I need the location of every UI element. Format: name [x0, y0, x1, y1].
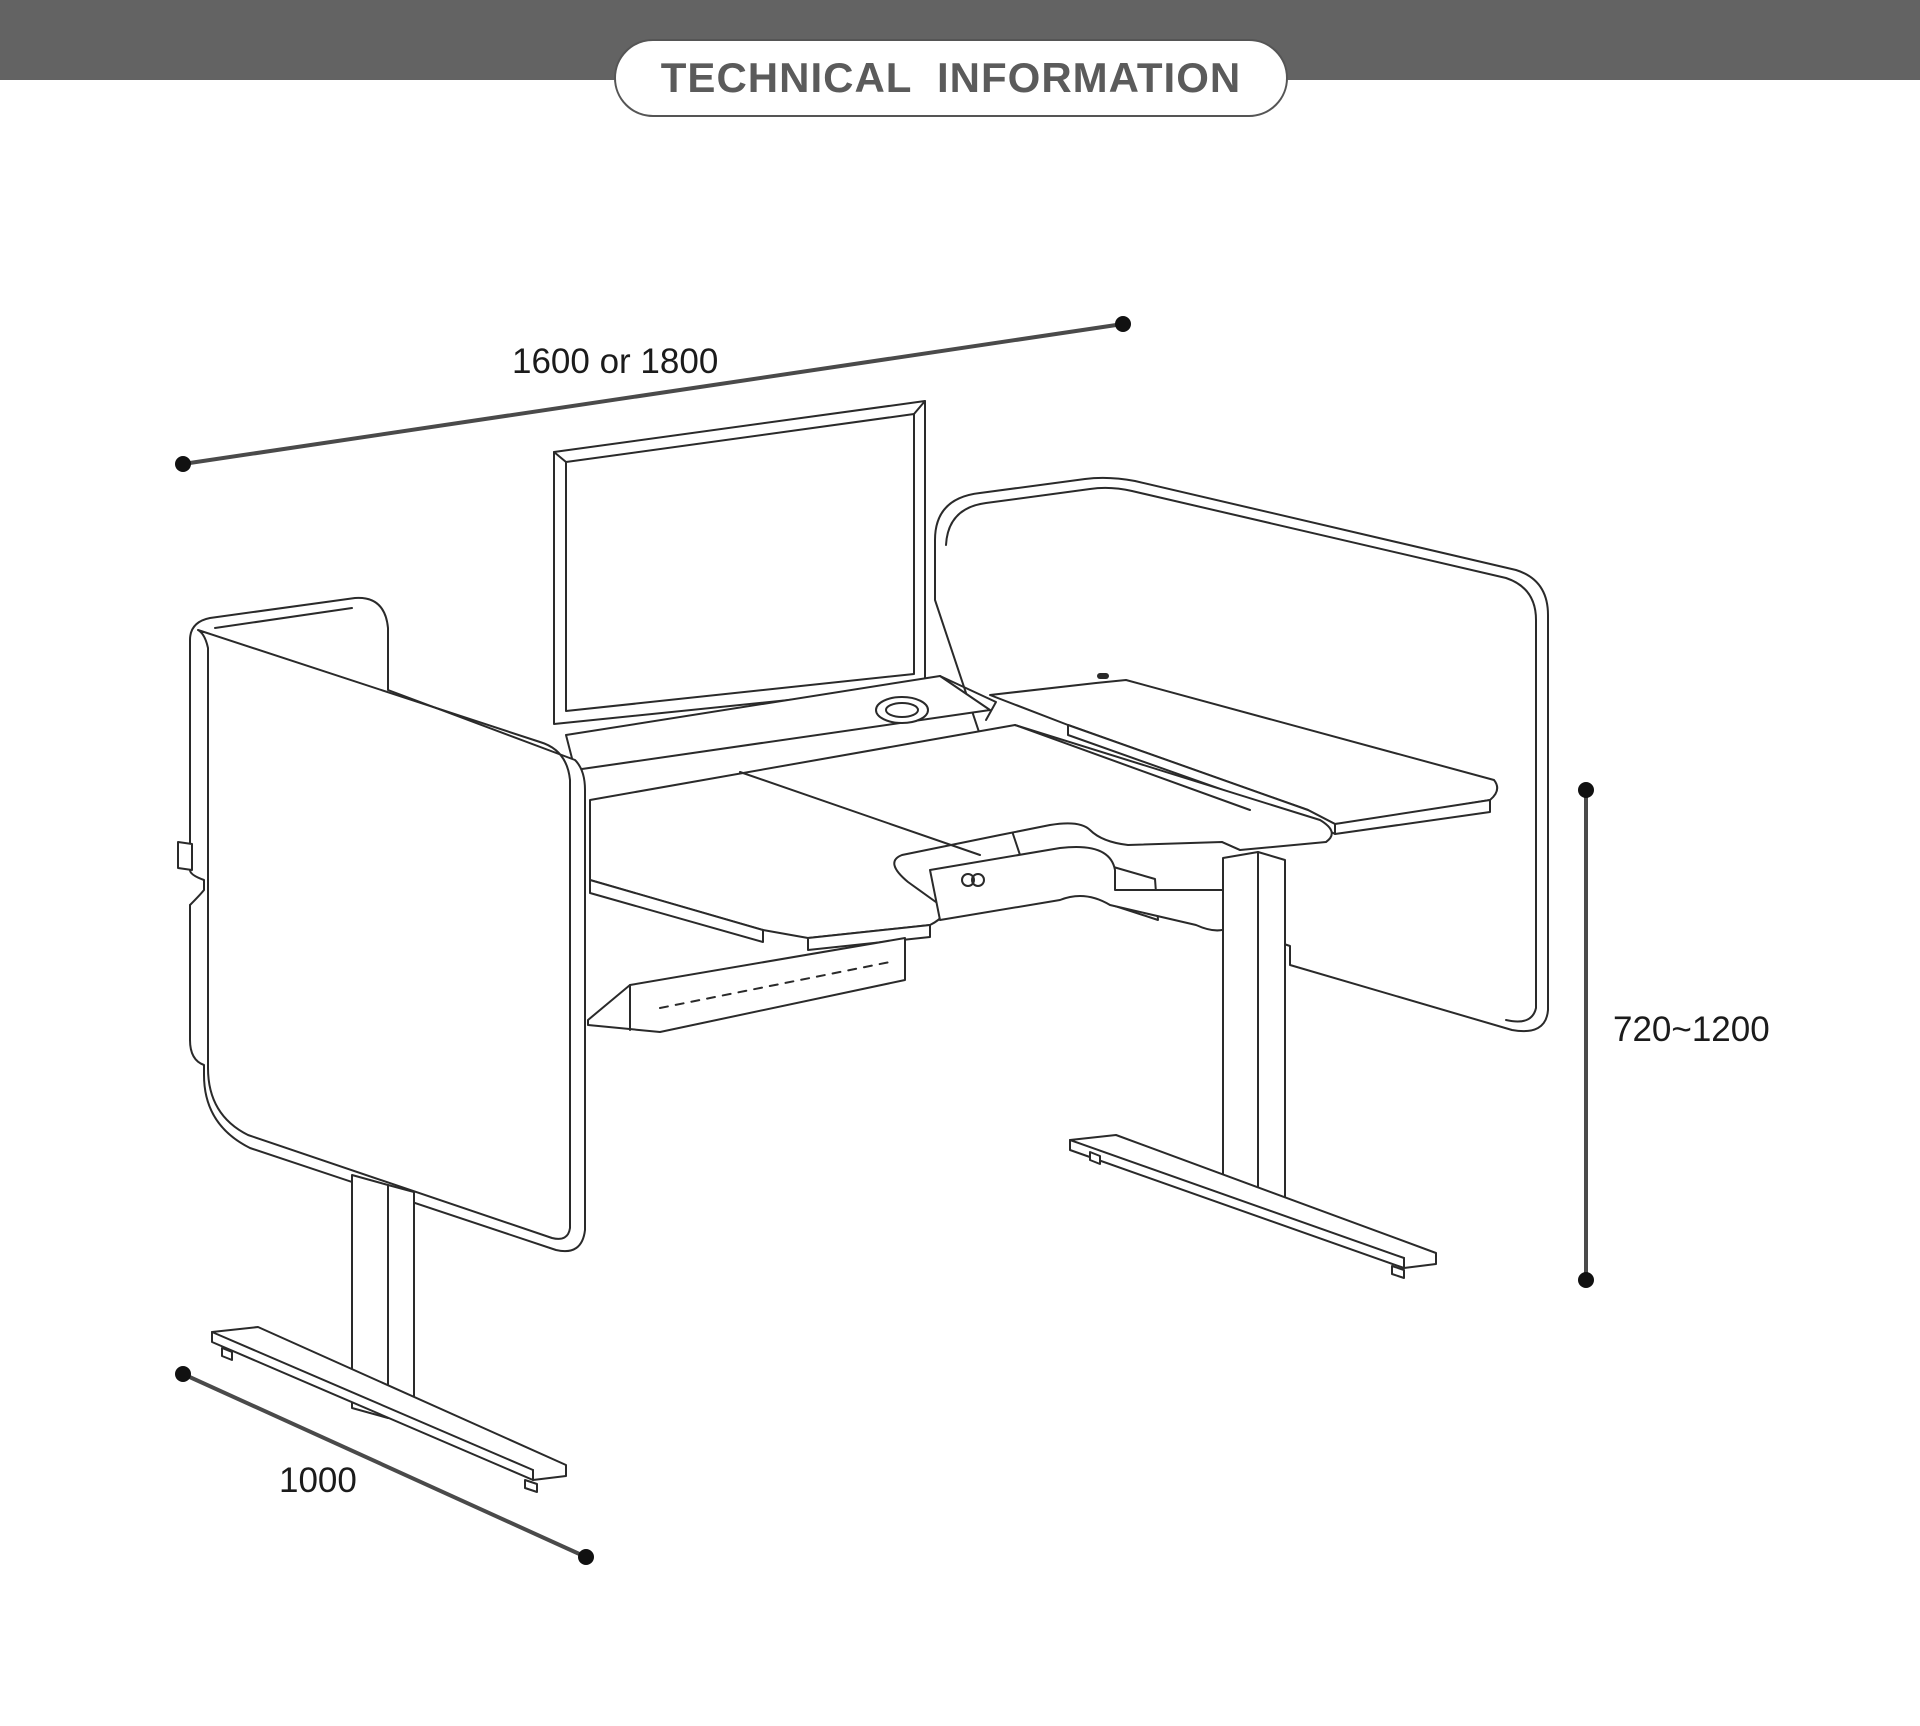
- depth-label: 1000: [279, 1461, 357, 1500]
- width-dimension-line: [182, 322, 1124, 466]
- right-leg: [1069, 851, 1437, 1279]
- center-divider-screen: [553, 400, 926, 725]
- height-label: 720~1200: [1613, 1010, 1770, 1049]
- width-dimension: 1600 or 1800: [175, 316, 1131, 472]
- right-desktop: [989, 673, 1499, 835]
- height-endpoint-top: [1578, 782, 1594, 798]
- width-label: 1600 or 1800: [512, 342, 718, 381]
- width-endpoint-left: [175, 456, 191, 472]
- depth-dimension: 1000: [175, 1366, 594, 1565]
- cable-grommet: [875, 696, 929, 724]
- height-endpoint-bottom: [1578, 1272, 1594, 1288]
- page-title: TECHNICAL INFORMATION: [614, 39, 1288, 117]
- cable-tray: [587, 937, 906, 1033]
- width-endpoint-right: [1115, 316, 1131, 332]
- depth-dimension-line: [182, 1372, 587, 1559]
- left-privacy-screen: [177, 596, 586, 1252]
- main-desktop: [589, 724, 1333, 951]
- depth-endpoint-left: [175, 1366, 191, 1382]
- depth-endpoint-right: [578, 1549, 594, 1565]
- height-dimension: 720~1200: [1578, 782, 1770, 1288]
- left-leg: [211, 1174, 567, 1493]
